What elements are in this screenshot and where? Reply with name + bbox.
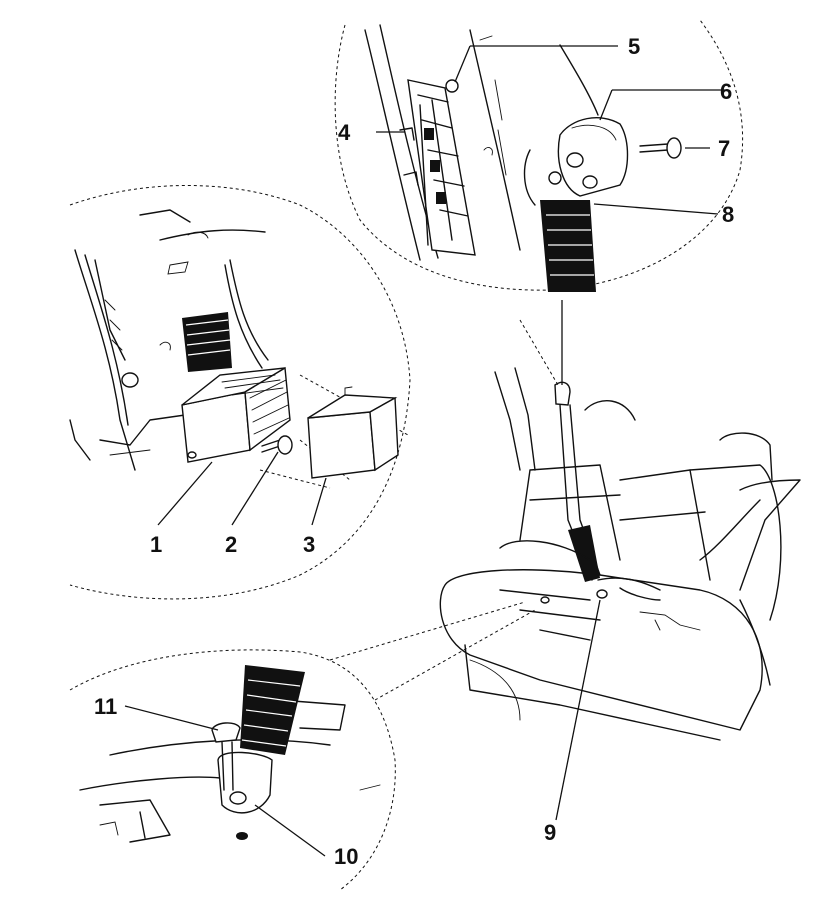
belt-guide <box>523 117 629 206</box>
callout-7: 7 <box>718 136 730 161</box>
anchor-bolt <box>639 137 682 159</box>
seat-belt-webbing-main <box>499 381 801 686</box>
belt-webbing-upper <box>182 312 232 372</box>
callout-8: 8 <box>722 202 734 227</box>
upper-anchor-detail-bubble <box>334 19 744 292</box>
callout-4: 4 <box>338 120 351 145</box>
adjuster-bolt <box>445 79 459 93</box>
callout-5: 5 <box>628 34 640 59</box>
height-adjuster-rail <box>399 79 476 256</box>
retractor-bolt <box>261 435 293 455</box>
retractor-detail-bubble <box>69 185 411 600</box>
rear-seat-overview <box>329 300 801 821</box>
belt-retractor <box>181 366 291 463</box>
callout-6: 6 <box>720 79 732 104</box>
callout-2: 2 <box>225 532 237 557</box>
belt-webbing-guide <box>540 200 596 292</box>
callout-9: 9 <box>544 820 556 845</box>
callout-3: 3 <box>303 532 315 557</box>
anchor-bolt-lower <box>211 722 241 791</box>
callout-11: 11 <box>94 694 117 719</box>
callout-1: 1 <box>150 532 162 557</box>
callout-10: 10 <box>334 844 358 869</box>
lower-anchor-detail-bubble <box>69 649 396 891</box>
retractor-cover <box>307 386 399 479</box>
belt-webbing-lower <box>240 665 305 755</box>
belt-anchor-plate <box>217 751 273 840</box>
